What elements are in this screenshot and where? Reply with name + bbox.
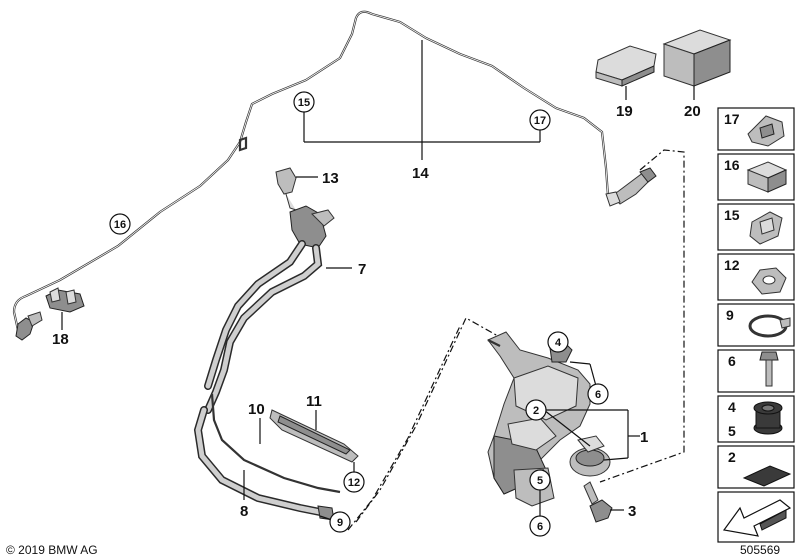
box-20-part [662,29,732,100]
svg-text:5: 5 [537,475,543,487]
callout-11: 11 [306,393,322,410]
callout-6-top-circle: 6 [569,361,609,405]
svg-text:16: 16 [114,219,126,231]
callout-17: 17 [534,115,546,127]
line-end-fitting-right [605,167,657,207]
copyright-text: © 2019 BMW AG [6,543,98,557]
rail-11-part [269,409,359,472]
nozzle-13-part [275,167,318,211]
callout-8: 8 [240,503,248,520]
pump-motor-part [569,435,611,477]
svg-text:4: 4 [728,399,736,415]
callout-4-circle: 4 [547,331,569,353]
svg-text:6: 6 [595,389,601,401]
panel-item-6 [717,349,795,393]
callout-16-circle: 16 [109,213,131,235]
clip-15-icon [749,211,783,245]
callout-20: 20 [684,103,701,120]
callout-7: 7 [358,261,366,278]
svg-text:17: 17 [724,111,740,127]
connection-lines [347,149,685,531]
svg-text:5: 5 [728,423,736,439]
callout-15: 15 [298,97,310,109]
callout-6-bottom-circle: 6 [529,515,551,537]
callout-14: 14 [412,165,429,182]
hose-clamp-9-icon [748,314,791,338]
svg-text:6: 6 [728,353,736,369]
callout-13: 13 [322,170,339,187]
rubber-grommet-4-5-icon [753,401,783,435]
svg-text:9: 9 [337,517,343,529]
callout-18: 18 [52,331,69,348]
nut-12-icon [751,267,787,295]
hose-assembly-7-8-10 [193,205,352,521]
callout-19: 19 [616,103,633,120]
svg-text:2: 2 [533,405,539,417]
callout-2-circle: 2 [525,399,547,421]
clip-17-icon [747,115,785,147]
bracket-1-lines [543,409,640,461]
clip-18-part [45,287,85,330]
callout-14-bracket: 15 17 [293,40,551,160]
washer-line-16 [12,10,615,341]
control-unit-19-part [595,45,657,100]
svg-text:2: 2 [728,449,736,465]
seal-pad-2-icon [742,465,792,487]
callout-10: 10 [248,401,265,418]
svg-text:4: 4 [555,337,562,349]
callout-5-circle: 5 [529,469,551,516]
callout-9-circle: 9 [319,511,351,533]
callout-3: 3 [628,503,636,520]
svg-text:12: 12 [724,257,740,273]
svg-text:15: 15 [724,207,740,223]
svg-text:6: 6 [537,521,543,533]
clip-16-icon [746,161,788,193]
bolt-6-icon [759,351,779,387]
svg-text:12: 12 [348,477,360,489]
arrow-sheet-icon [722,499,792,537]
callout-1: 1 [640,429,648,446]
diagram-id: 505569 [740,543,780,557]
parts-panel: 17 16 15 12 9 [717,107,795,543]
svg-text:9: 9 [726,307,734,323]
level-sensor-3-part [583,481,624,523]
svg-text:16: 16 [724,157,740,173]
callout-12-circle: 12 [343,471,365,493]
